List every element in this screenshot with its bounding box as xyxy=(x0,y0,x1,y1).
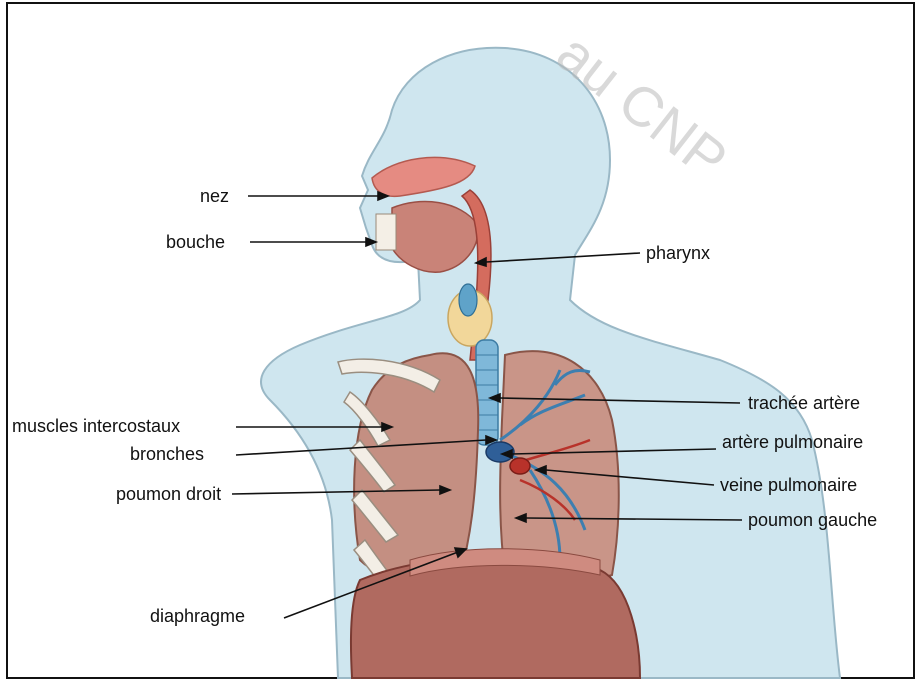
larynx xyxy=(459,284,477,316)
trachea xyxy=(476,340,498,445)
label-poumon-droit: poumon droit xyxy=(116,484,221,504)
label-poumon-gauche: poumon gauche xyxy=(748,510,877,530)
label-bouche: bouche xyxy=(166,232,225,252)
label-trachee-artere: trachée artère xyxy=(748,393,860,413)
label-veine-pulmonaire: veine pulmonaire xyxy=(720,475,857,495)
label-pharynx: pharynx xyxy=(646,243,710,263)
label-diaphragme: diaphragme xyxy=(150,606,245,626)
label-muscles-intercostaux: muscles intercostaux xyxy=(12,416,180,436)
pulmonary-vein xyxy=(510,458,530,474)
label-artere-pulmonaire: artère pulmonaire xyxy=(722,432,863,452)
label-bronches: bronches xyxy=(130,444,204,464)
teeth xyxy=(376,214,396,250)
diaphragm xyxy=(351,557,640,678)
label-nez: nez xyxy=(200,186,229,206)
